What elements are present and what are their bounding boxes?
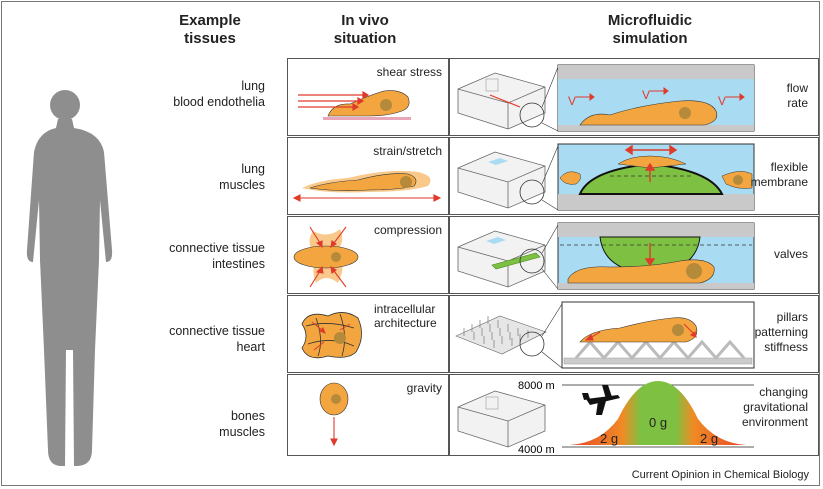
compression-cell-illustration [293, 226, 359, 288]
tissue-3-line1: connective tissue [169, 241, 265, 255]
tissue-1-line2: blood endothelia [173, 95, 265, 109]
tissue-3-line2: intestines [212, 257, 265, 271]
vivo-cell-shear: shear stress [287, 58, 449, 136]
row-shear-stress: shear stress [287, 58, 819, 136]
vivo-cell-strain: strain/stretch [287, 137, 449, 215]
flow-v-label-1: V [568, 94, 576, 108]
param-label-valves: valves [774, 247, 808, 262]
param-pillars-line1: pillars [776, 310, 808, 324]
param-membrane-line2: membrane [750, 175, 808, 189]
param-label-pillars: pillars patterning stiffness [755, 310, 808, 355]
row-compression: compression [287, 216, 819, 294]
strain-cell-illustration [292, 170, 442, 202]
header-tissues: Example tissues [160, 12, 260, 48]
flow-v-label-2: V [642, 88, 650, 102]
param-pillars-line2: patterning [754, 325, 808, 339]
tissue-label-2: lung muscles [120, 161, 265, 193]
param-label-flow: flow rate [787, 81, 808, 111]
gravity-left-label: 2 g [600, 431, 618, 446]
header-sim: Microfluidic simulation [570, 12, 730, 48]
header-vivo-line2: situation [333, 30, 397, 47]
param-valves-line1: valves [773, 247, 808, 261]
param-gravity-line2: gravitational [743, 400, 808, 414]
row-architecture: intracellular architecture [287, 295, 819, 373]
membrane-chip-illustration [457, 143, 755, 211]
gravity-center-label: 0 g [649, 415, 667, 430]
vivo-arch-line2: architecture [374, 316, 437, 330]
vivo-cell-gravity: gravity [287, 374, 449, 456]
tissue-4-line1: connective tissue [169, 324, 265, 338]
header-sim-line1: Microfluidic [607, 12, 693, 29]
valve-chip-illustration [457, 222, 755, 290]
row-gravity: gravity 8000 m 4000 m [287, 374, 819, 456]
gravity-right-label: 2 g [700, 431, 718, 446]
vivo-label-strain: strain/stretch [373, 144, 442, 158]
gravity-chip-illustration: 8000 m 4000 m 0 g 2 g 2 g [457, 380, 754, 456]
sim-cell-gravity: 8000 m 4000 m 0 g 2 g 2 g [449, 374, 819, 456]
header-sim-line2: simulation [612, 30, 688, 47]
architecture-cell-illustration [301, 312, 362, 359]
tissue-label-5: bones muscles [120, 408, 265, 440]
tissue-5-line1: bones [230, 409, 265, 423]
tissue-label-1: lung blood endothelia [120, 78, 265, 110]
vivo-label-compression: compression [373, 223, 442, 237]
header-vivo: In vivo situation [300, 12, 430, 48]
param-pillars-line3: stiffness [764, 340, 808, 354]
tissue-label-4: connective tissue heart [120, 323, 265, 355]
tissue-1-line1: lung [241, 79, 265, 93]
param-gravity-line3: environment [741, 415, 808, 429]
param-gravity-line1: changing [759, 385, 808, 399]
vivo-label-gravity: gravity [406, 381, 442, 395]
flow-chip-illustration: V V V [457, 64, 755, 132]
header-vivo-line1: In vivo [341, 12, 389, 29]
header-tissues-line2: tissues [184, 30, 236, 47]
airplane-icon [582, 385, 620, 415]
pillars-chip-illustration [455, 301, 755, 369]
tissue-2-line1: lung [241, 162, 265, 176]
tissue-4-line2: heart [236, 340, 266, 354]
gravity-cell-illustration [319, 382, 349, 447]
flow-v-label-3: V [718, 94, 726, 108]
header-tissues-line1: Example [179, 12, 241, 29]
vivo-label-architecture: intracellular architecture [374, 302, 437, 330]
credit-label: Current Opinion in Chemical Biology [631, 469, 809, 481]
vivo-cell-compression: compression [287, 216, 449, 294]
param-flow-line1: flow [786, 81, 808, 95]
sim-cell-pillars: pillars patterning stiffness [449, 295, 819, 373]
vivo-arch-line1: intracellular [374, 302, 436, 316]
altitude-bottom-label: 4000 m [518, 444, 555, 456]
param-membrane-line1: flexible [770, 160, 808, 174]
tissue-2-line2: muscles [219, 178, 265, 192]
tissue-5-line2: muscles [219, 425, 265, 439]
sim-cell-membrane: flexible membrane [449, 137, 819, 215]
param-flow-line2: rate [787, 96, 808, 110]
shear-cell-illustration [298, 90, 411, 120]
param-label-membrane: flexible membrane [751, 160, 808, 190]
vivo-cell-architecture: intracellular architecture [287, 295, 449, 373]
tissue-label-3: connective tissue intestines [120, 240, 265, 272]
vivo-label-shear: shear stress [376, 65, 442, 79]
altitude-top-label: 8000 m [518, 380, 555, 392]
param-label-gravity: changing gravitational environment [742, 385, 808, 430]
row-strain-stretch: strain/stretch [287, 137, 819, 215]
sim-cell-flow: V V V flow rate [449, 58, 819, 136]
sim-cell-valves: valves [449, 216, 819, 294]
